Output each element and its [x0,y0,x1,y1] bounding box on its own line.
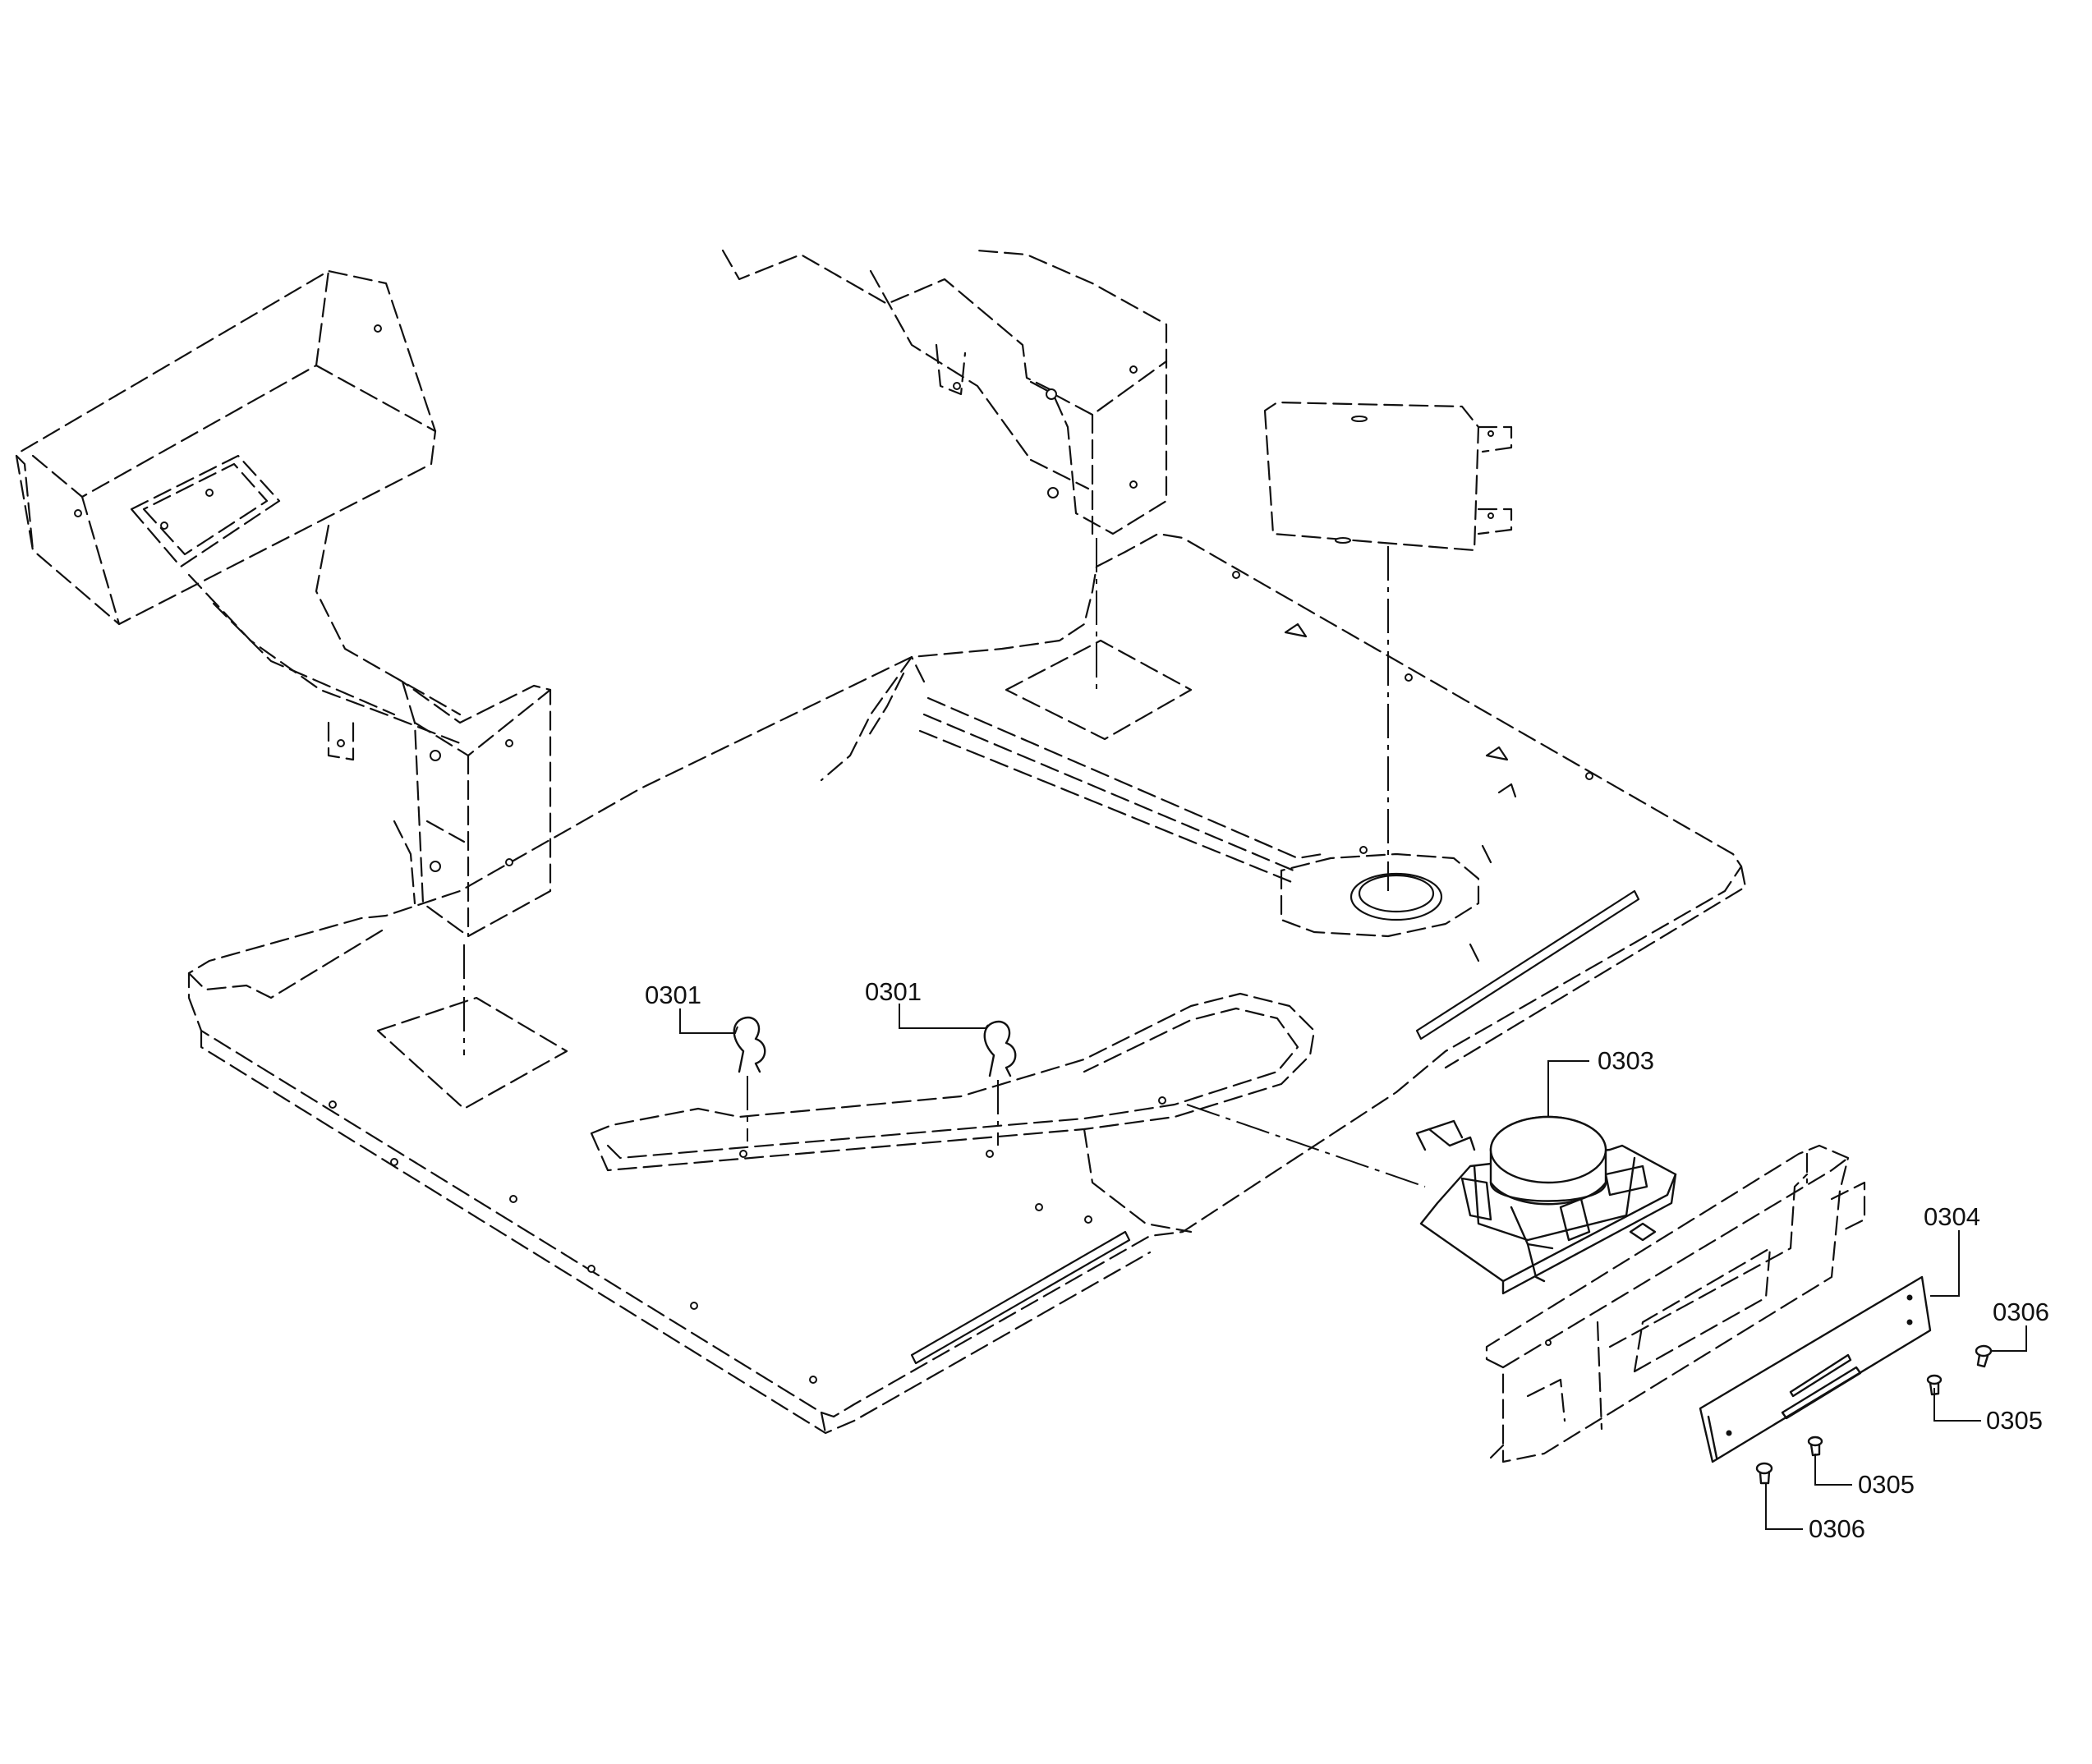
clip-0301-left [733,1016,766,1142]
callout-0305-bottom: 0305 [1858,1470,1915,1499]
front-bracket [1485,1144,1866,1463]
screw-0305-right [1926,1374,1943,1396]
callout-0306-top: 0306 [1993,1298,2049,1326]
motor-assembly-0303 [1415,1115,1677,1295]
callout-0305-right: 0305 [1986,1406,2043,1435]
base-tray [187,532,1747,1435]
trim-plate-0304 [1699,1275,1932,1473]
assembly-center-lines [463,538,1426,1187]
left-riser [327,680,552,938]
callout-0301-left: 0301 [645,981,701,1009]
cover-plate [1263,401,1513,552]
upper-left-housing [15,269,462,745]
screw-0305-bottom [1807,1436,1823,1457]
screw-0306-bottom [1755,1462,1773,1485]
screw-0306-top [1975,1344,1993,1368]
callout-0306-bottom: 0306 [1809,1514,1865,1543]
callout-labels: 0301 0301 0303 0304 0306 0305 0305 0306 [645,977,2049,1543]
callout-0304: 0304 [1924,1202,1980,1231]
callout-0303: 0303 [1598,1046,1654,1075]
callout-0301-right: 0301 [865,977,922,1006]
clip-0301-right [983,1020,1017,1146]
callout-leaders [679,1004,2027,1530]
top-center-riser [721,249,1168,535]
